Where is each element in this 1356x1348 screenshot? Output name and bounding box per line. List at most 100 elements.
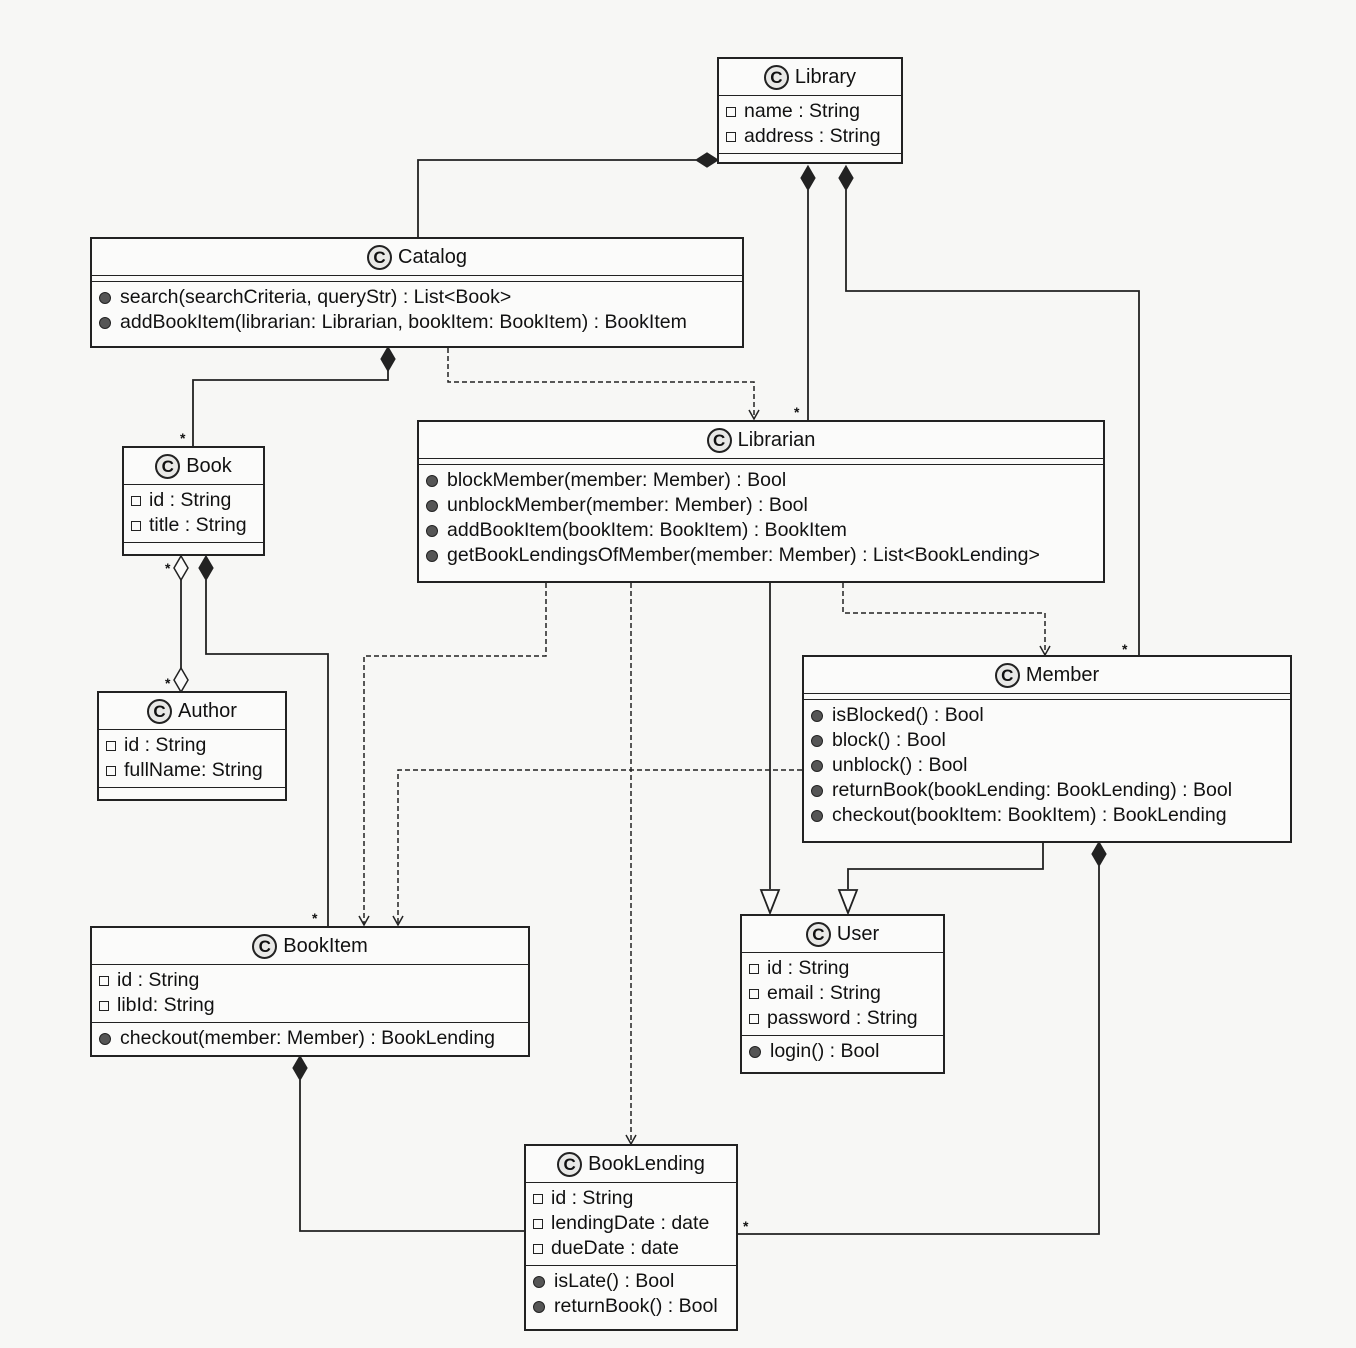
public-visibility-icon <box>99 1032 111 1045</box>
methods-section-empty <box>124 542 263 545</box>
method-text: search(searchCriteria, queryStr) : List<… <box>120 286 512 308</box>
method-row: getBookLendingsOfMember(member: Member) … <box>426 543 1097 568</box>
fields-section: name : String address : String <box>719 96 901 153</box>
line-library-member <box>845 190 1140 657</box>
methods-section: isLate() : Bool returnBook() : Bool <box>526 1265 736 1323</box>
class-librarian[interactable]: C Librarian blockMember(member: Member) … <box>417 420 1105 583</box>
field-row: title : String <box>131 513 257 538</box>
method-text: block() : Bool <box>832 729 946 751</box>
methods-section: isBlocked() : Bool block() : Bool unbloc… <box>804 699 1290 832</box>
class-icon: C <box>147 698 173 724</box>
class-icon: C <box>557 1151 583 1177</box>
field-row: email : String <box>749 981 937 1006</box>
method-row: returnBook() : Bool <box>533 1294 730 1319</box>
methods-section: search(searchCriteria, queryStr) : List<… <box>92 281 742 339</box>
method-row: returnBook(bookLending: BookLending) : B… <box>811 778 1284 803</box>
class-book[interactable]: C Book id : String title : String <box>122 446 265 556</box>
class-name: User <box>836 922 880 945</box>
field-text: id : String <box>551 1187 634 1209</box>
field-row: id : String <box>749 956 937 981</box>
private-visibility-icon <box>99 975 109 986</box>
public-visibility-icon <box>533 1275 545 1288</box>
private-visibility-icon <box>106 765 116 776</box>
method-text: unblockMember(member: Member) : Bool <box>447 494 808 516</box>
class-name: Librarian <box>737 428 816 451</box>
method-row: checkout(bookItem: BookItem) : BookLendi… <box>811 803 1284 828</box>
private-visibility-icon <box>533 1218 543 1229</box>
private-visibility-icon <box>99 1000 109 1011</box>
field-row: id : String <box>533 1186 730 1211</box>
multiplicity-book-author-top: * <box>165 560 171 576</box>
method-text: login() : Bool <box>770 1040 880 1062</box>
class-name: Catalog <box>398 245 467 268</box>
method-text: getBookLendingsOfMember(member: Member) … <box>447 544 1040 566</box>
multiplicity-librarian: * <box>794 404 800 420</box>
class-header: C Library <box>719 59 901 96</box>
field-text: id : String <box>767 957 850 979</box>
multiplicity-book-author-bottom: * <box>165 675 171 691</box>
class-icon: C <box>763 64 789 90</box>
dep-catalog-librarian <box>447 348 760 421</box>
class-header: C Catalog <box>92 239 742 276</box>
class-user[interactable]: C User id : String email : String passwo… <box>740 914 945 1074</box>
field-row: id : String <box>131 488 257 513</box>
field-row: lendingDate : date <box>533 1211 730 1236</box>
class-booklending[interactable]: C BookLending id : String lendingDate : … <box>524 1144 738 1331</box>
composition-diamond-catalog-book <box>380 345 396 373</box>
method-row: login() : Bool <box>749 1039 937 1064</box>
class-header: C Author <box>99 693 285 730</box>
private-visibility-icon <box>106 740 116 751</box>
class-header: C Book <box>124 448 263 485</box>
class-library[interactable]: C Library name : String address : String <box>717 57 903 164</box>
class-name: BookLending <box>588 1152 705 1175</box>
method-text: unblock() : Bool <box>832 754 968 776</box>
methods-section-empty <box>99 787 285 790</box>
method-text: isBlocked() : Bool <box>832 704 984 726</box>
public-visibility-icon <box>426 474 438 487</box>
class-icon: C <box>367 244 393 270</box>
method-text: returnBook() : Bool <box>554 1295 718 1317</box>
field-text: title : String <box>149 514 247 536</box>
field-row: password : String <box>749 1006 937 1031</box>
private-visibility-icon <box>533 1193 543 1204</box>
fields-section: id : String fullName: String <box>99 730 285 787</box>
class-name: Book <box>186 454 232 477</box>
field-text: password : String <box>767 1007 918 1029</box>
class-header: C Member <box>804 657 1290 694</box>
method-text: blockMember(member: Member) : Bool <box>447 469 787 491</box>
class-name: Member <box>1025 663 1100 686</box>
fields-section: id : String title : String <box>124 485 263 542</box>
composition-diamond-library-member <box>838 164 854 192</box>
field-text: name : String <box>744 100 860 122</box>
method-row: addBookItem(bookItem: BookItem) : BookIt… <box>426 518 1097 543</box>
class-catalog[interactable]: C Catalog search(searchCriteria, querySt… <box>90 237 744 348</box>
line-member-booklending <box>738 866 1100 1235</box>
fields-section: id : String email : String password : St… <box>742 953 943 1035</box>
methods-section-empty <box>719 153 901 156</box>
class-icon: C <box>994 662 1020 688</box>
private-visibility-icon <box>749 1013 759 1024</box>
dep-member-bookitem <box>392 769 802 927</box>
method-text: checkout(member: Member) : BookLending <box>120 1027 496 1049</box>
private-visibility-icon <box>749 988 759 999</box>
public-visibility-icon <box>426 549 438 562</box>
class-author[interactable]: C Author id : String fullName: String <box>97 691 287 801</box>
class-header: C User <box>742 916 943 953</box>
field-row: libId: String <box>99 993 522 1018</box>
field-text: libId: String <box>117 994 215 1016</box>
composition-diamond-library-catalog <box>694 152 720 168</box>
class-bookitem[interactable]: C BookItem id : String libId: String che… <box>90 926 530 1057</box>
method-row: search(searchCriteria, queryStr) : List<… <box>99 285 736 310</box>
field-text: id : String <box>149 489 232 511</box>
line-member-user <box>847 843 1044 889</box>
class-member[interactable]: C Member isBlocked() : Bool block() : Bo… <box>802 655 1292 843</box>
class-icon: C <box>252 933 278 959</box>
methods-section: checkout(member: Member) : BookLending <box>92 1022 528 1055</box>
method-text: checkout(bookItem: BookItem) : BookLendi… <box>832 804 1227 826</box>
composition-diamond-member-booklending <box>1091 840 1107 868</box>
composition-diamond-book-bookitem <box>198 554 214 582</box>
public-visibility-icon <box>811 809 823 822</box>
public-visibility-icon <box>426 499 438 512</box>
class-icon: C <box>706 427 732 453</box>
private-visibility-icon <box>749 963 759 974</box>
